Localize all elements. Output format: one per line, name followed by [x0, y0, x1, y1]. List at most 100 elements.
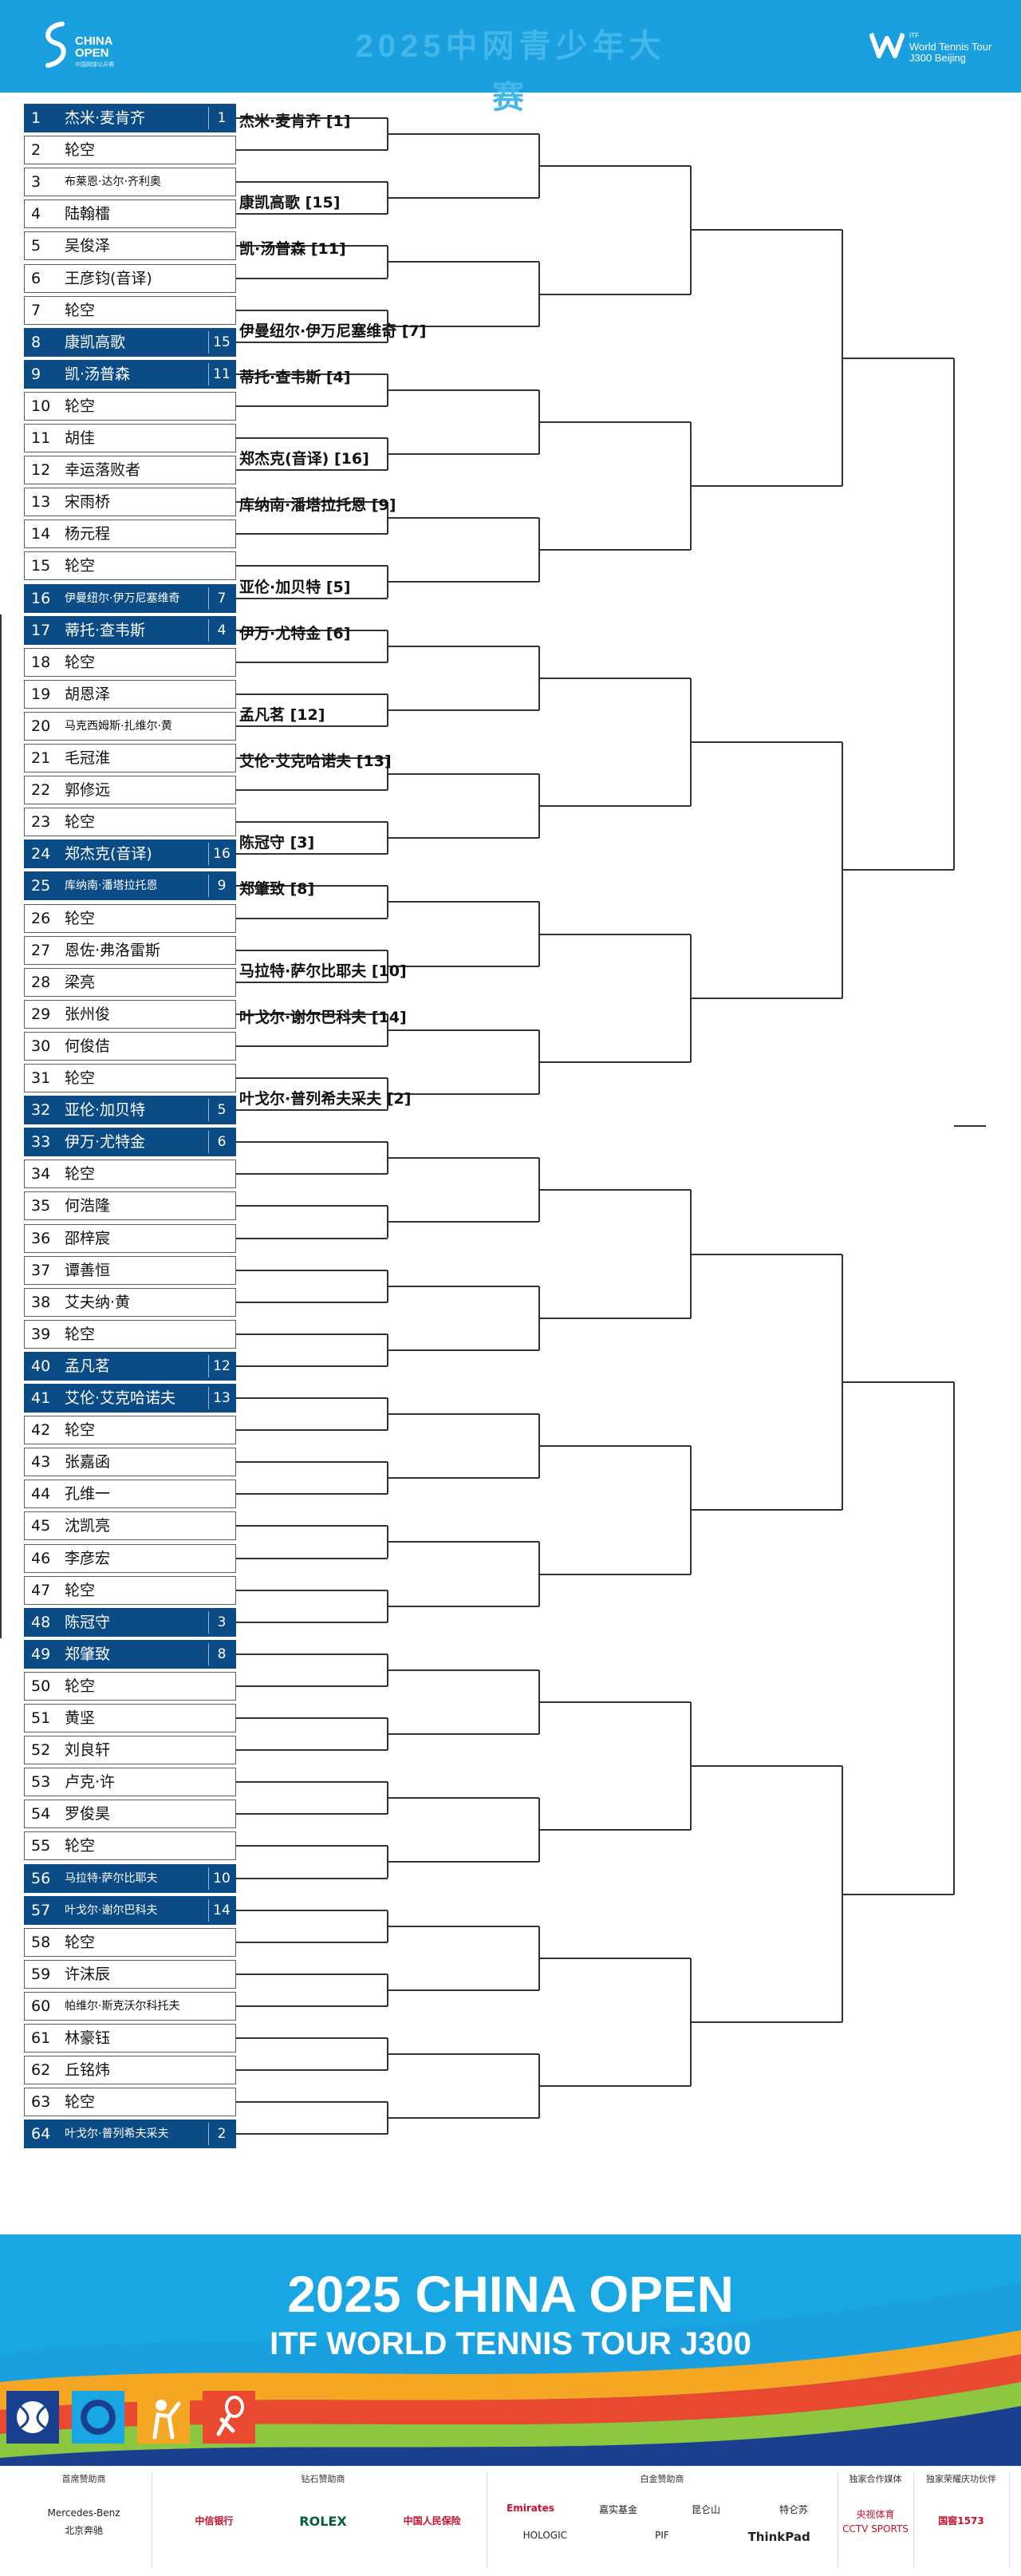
sponsor-logo: 国窖1573 [938, 2515, 984, 2527]
bracket-line [539, 293, 691, 295]
sponsor-logo: 中国人民保险 [403, 2515, 461, 2527]
wtt-w-icon [869, 32, 905, 58]
bracket-line [236, 1173, 388, 1175]
entry-number: 34 [31, 1165, 51, 1183]
entry-number: 51 [31, 1709, 51, 1727]
entry-number: 37 [31, 1261, 51, 1279]
sponsor-group-heading: 白金赞助商 [640, 2474, 684, 2484]
second-round-winner: 康凯高歌 [15] [239, 194, 341, 212]
entry-number: 52 [31, 1741, 51, 1760]
player-name: 马克西姆斯·扎维尔·黄 [65, 719, 172, 733]
seed-number: 4 [208, 618, 235, 642]
bracket-line [236, 629, 388, 631]
sponsor-group-heading: 独家合作媒体 [849, 2474, 902, 2484]
player-name: 毛冠淮 [65, 749, 111, 767]
bracket-line [236, 949, 388, 951]
player-name: 郭修远 [65, 781, 111, 800]
bracket-line [842, 357, 954, 359]
bracket-line [691, 229, 842, 231]
seed-number: 16 [208, 843, 235, 866]
bracket-line [539, 933, 691, 935]
entry-number: 63 [31, 2093, 51, 2112]
bracket-line [236, 725, 388, 727]
bracket-line [0, 614, 2, 1638]
player-name: 黄坚 [65, 1709, 96, 1727]
player-name: 沈凯亮 [65, 1517, 111, 1535]
logo-line: J300 Beijing [909, 52, 966, 64]
player-name: 轮空 [65, 301, 96, 319]
entry-number: 40 [31, 1357, 51, 1375]
bracket-line [691, 2021, 842, 2023]
player-name: 孟凡茗 [65, 1357, 111, 1375]
bracket-line [236, 853, 388, 855]
bracket-line [388, 261, 539, 263]
entry-number: 21 [31, 749, 51, 767]
player-name: 轮空 [65, 653, 96, 671]
second-round-winner: 库纳南·潘塔拉托恩 [9] [239, 496, 396, 515]
bracket-line [388, 1093, 539, 1096]
bracket-line [388, 1669, 539, 1671]
draw-entry: 21 毛冠淮 [24, 744, 236, 772]
bracket-line [539, 1957, 691, 1959]
entry-number: 62 [31, 2061, 51, 2080]
entry-number: 56 [31, 1869, 51, 1887]
player-name: 胡佳 [65, 429, 96, 447]
player-name: 陆翰檑 [65, 205, 111, 223]
sponsor-logo: 嘉实基金 [598, 2504, 637, 2515]
second-round-winner: 孟凡茗 [12] [239, 705, 325, 724]
bracket-line [236, 1589, 388, 1591]
bracket-line [388, 1733, 539, 1736]
sponsor-logo: 北京奔驰 [64, 2525, 103, 2536]
banner-title: 2025 CHINA OPEN [287, 2266, 734, 2323]
player-name: 陈冠守 [65, 1613, 111, 1631]
bracket-line [388, 1797, 539, 1800]
sponsor-logo: Mercedes-Benz [47, 2507, 120, 2519]
entry-number: 53 [31, 1773, 51, 1792]
second-round-winner: 蒂托·查韦斯 [4] [239, 368, 351, 386]
seed-number: 15 [208, 330, 235, 354]
player-name: 轮空 [65, 1677, 96, 1695]
player-name: 邵梓宸 [65, 1229, 111, 1247]
bracket-line [236, 2133, 388, 2135]
banner-wave-graphic [0, 2234, 1021, 2466]
player-name: 轮空 [65, 909, 96, 927]
bracket-line [236, 245, 388, 247]
entry-number: 32 [31, 1101, 51, 1120]
bracket-line [388, 2053, 539, 2056]
logo-subtitle: 中国网球公开赛 [75, 61, 114, 68]
player-name: 轮空 [65, 1933, 96, 1951]
bracket-line [236, 405, 388, 407]
second-round-winner: 杰米·麦肯齐 [1] [239, 113, 351, 130]
bracket-line [539, 1829, 691, 1831]
bracket-line [842, 1893, 954, 1895]
sponsor-logo: 央视体育 [856, 2509, 895, 2520]
bracket-line [236, 1813, 388, 1815]
bracket-line [691, 1509, 842, 1511]
entry-number: 11 [31, 429, 51, 447]
sponsor-group-heading: 首席赞助商 [61, 2474, 106, 2484]
player-name: 吴俊泽 [65, 237, 111, 255]
bracket-line [236, 2005, 388, 2007]
player-name: 丘铭炜 [65, 2061, 111, 2080]
sponsor-group-heading: 钻石赞助商 [301, 2474, 345, 2484]
sponsor-logo: 中信银行 [195, 2515, 234, 2527]
bracket-line [236, 1109, 388, 1112]
player-name: 轮空 [65, 1325, 96, 1343]
second-round-winner: 伊万·尤特金 [6] [239, 624, 351, 642]
entry-number: 10 [31, 397, 51, 415]
player-name: 艾伦·艾克哈诺夫 [65, 1389, 176, 1407]
bracket-line [388, 325, 539, 327]
